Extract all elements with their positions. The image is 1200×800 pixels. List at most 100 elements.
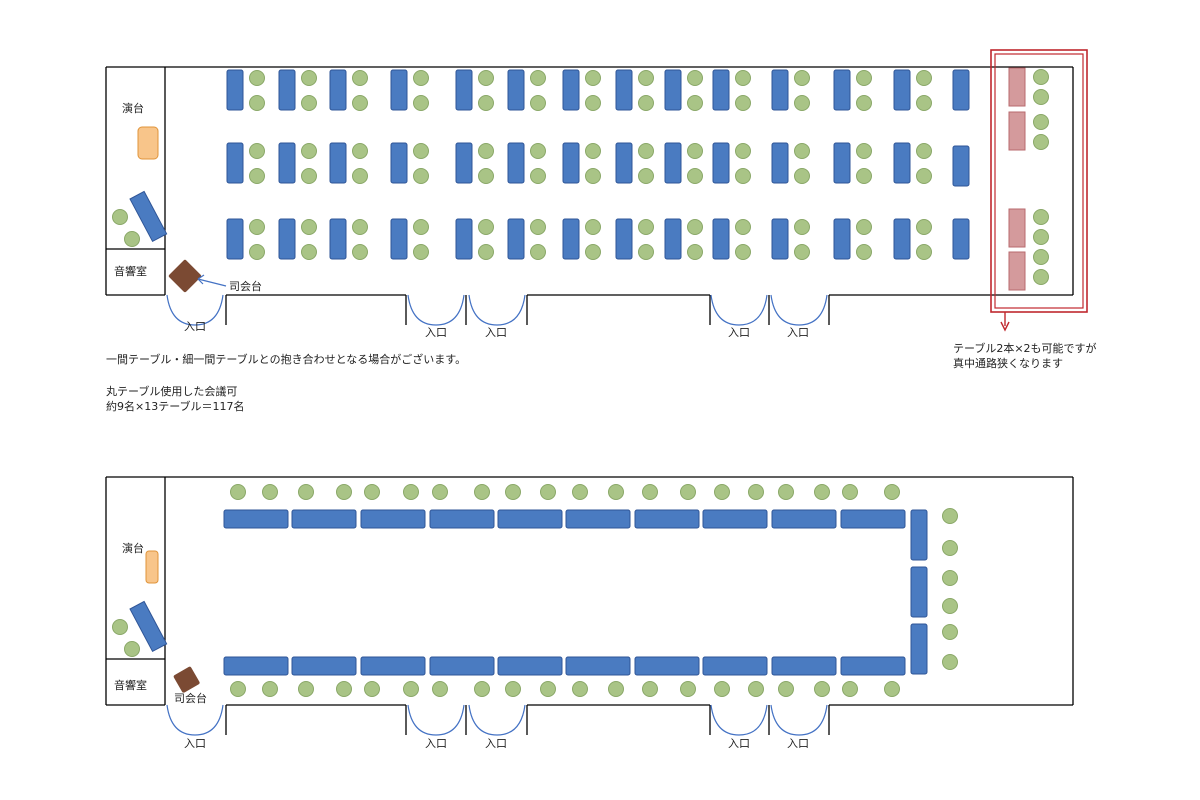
door-swing-icon: [710, 704, 740, 736]
chair: [249, 95, 265, 111]
chair: [364, 484, 380, 500]
door-swing-icon: [166, 704, 196, 736]
door-swing-icon: [435, 294, 465, 326]
mc-table: [168, 259, 202, 293]
door-swing-icon: [194, 704, 224, 736]
chair: [687, 143, 703, 159]
sound-room-label: 音響室: [114, 678, 147, 692]
chair: [262, 484, 278, 500]
chair: [794, 168, 810, 184]
chair: [842, 484, 858, 500]
chair: [856, 143, 872, 159]
long-table: [360, 656, 426, 676]
long-table: [664, 218, 682, 260]
chair: [413, 70, 429, 86]
chair: [301, 143, 317, 159]
chair: [814, 484, 830, 500]
chair: [478, 168, 494, 184]
long-table: [565, 656, 631, 676]
combine-tables-note: 一間テーブル・細一間テーブルとの抱き合わせとなる場合がございます。: [106, 353, 467, 366]
walls-layer: [105, 66, 1074, 735]
long-table: [329, 142, 347, 184]
chair: [585, 143, 601, 159]
chair: [794, 70, 810, 86]
long-table: [562, 69, 580, 111]
chair: [608, 681, 624, 697]
chair: [856, 70, 872, 86]
long-table: [712, 218, 730, 260]
chair: [301, 219, 317, 235]
chair: [413, 219, 429, 235]
chair: [687, 244, 703, 260]
long-table: [771, 656, 837, 676]
chair: [124, 641, 140, 657]
long-table: [664, 69, 682, 111]
entrance-label: 入口: [787, 737, 809, 750]
chair: [1033, 269, 1049, 285]
doors-layer: [166, 294, 828, 736]
long-table: [771, 218, 789, 260]
long-table: [771, 69, 789, 111]
chair: [478, 219, 494, 235]
chair: [249, 244, 265, 260]
long-table: [455, 142, 473, 184]
podium: [137, 126, 159, 160]
chair: [1033, 249, 1049, 265]
long-table: [952, 145, 970, 187]
long-table: [223, 509, 289, 529]
chair: [942, 540, 958, 556]
door-swing-icon: [738, 704, 768, 736]
door-swing-icon: [496, 294, 526, 326]
long-table: [910, 566, 928, 618]
long-table: [278, 142, 296, 184]
chair: [352, 70, 368, 86]
chair: [1033, 114, 1049, 130]
door-swing-icon: [166, 294, 196, 326]
chair: [748, 681, 764, 697]
long-table: [360, 509, 426, 529]
alt-table: [1008, 67, 1026, 107]
arrow-icon: [197, 274, 205, 285]
door-swing-icon: [194, 294, 224, 326]
mc-table-label: 司会台: [229, 279, 262, 293]
entrance-label: 入口: [728, 326, 750, 339]
long-table: [893, 142, 911, 184]
long-table: [840, 509, 906, 529]
chair: [638, 244, 654, 260]
door-swing-icon: [710, 294, 740, 326]
chair: [638, 70, 654, 86]
chair: [249, 219, 265, 235]
long-table: [771, 509, 837, 529]
long-table: [390, 69, 408, 111]
chair: [530, 244, 546, 260]
mc-table: [173, 666, 200, 693]
chair: [403, 681, 419, 697]
round-table-note-line: 約9名×13テーブル＝117名: [106, 400, 245, 413]
chair: [638, 168, 654, 184]
alt-tables-note-line: 真中通路狭くなります: [953, 357, 1063, 370]
chair: [352, 143, 368, 159]
long-table: [565, 509, 631, 529]
alternative-layout-highlight: [990, 49, 1088, 332]
long-table: [664, 142, 682, 184]
long-table: [634, 656, 700, 676]
chair: [530, 70, 546, 86]
chair: [530, 143, 546, 159]
chair: [478, 143, 494, 159]
long-table: [840, 656, 906, 676]
chair: [336, 484, 352, 500]
chair: [642, 681, 658, 697]
chair: [230, 484, 246, 500]
long-table: [615, 218, 633, 260]
chair: [735, 70, 751, 86]
chair: [413, 143, 429, 159]
door-swing-icon: [770, 294, 800, 326]
chair: [714, 484, 730, 500]
chair: [735, 168, 751, 184]
chair: [540, 484, 556, 500]
chair: [1033, 229, 1049, 245]
furniture-layer: [112, 67, 1049, 697]
long-table: [429, 656, 495, 676]
long-table: [329, 69, 347, 111]
